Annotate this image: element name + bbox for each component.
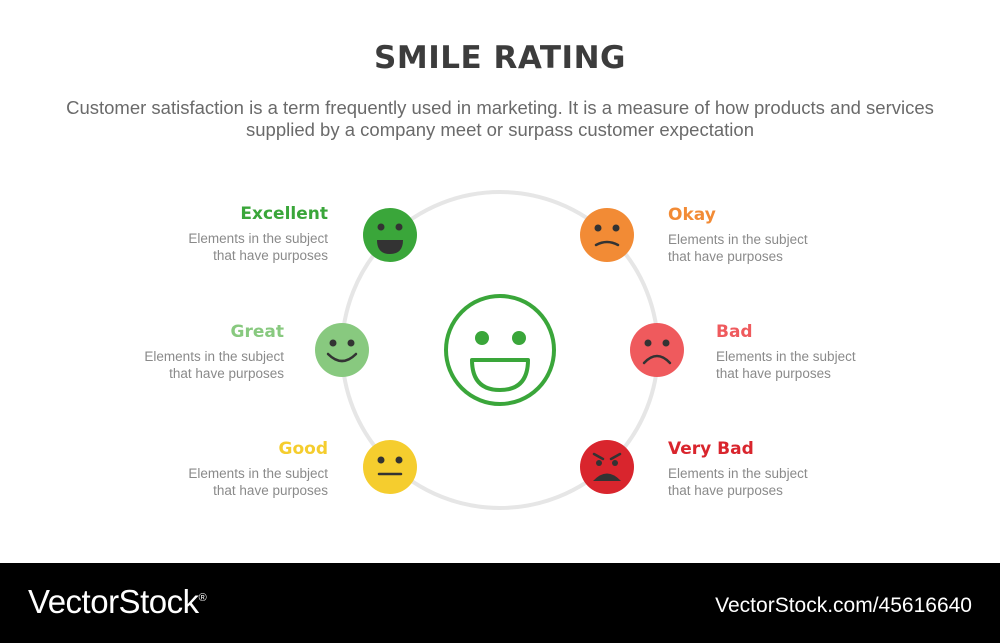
rating-name: Bad xyxy=(716,322,753,342)
excellent-grin-face-icon xyxy=(363,208,417,262)
subtitle-text: Customer satisfaction is a term frequent… xyxy=(66,97,934,140)
page-title: SMILE RATING xyxy=(374,40,626,76)
rating-name: Okay xyxy=(668,205,716,225)
smile-rating-diagram xyxy=(315,190,684,510)
rating-name: Great xyxy=(230,322,284,342)
great-smile-face-icon xyxy=(315,323,369,377)
very-bad-angry-face-icon xyxy=(580,440,634,494)
watermark-footer: VectorStock® VectorStock.com/45616640 xyxy=(0,563,1000,643)
rating-name: Good xyxy=(278,439,328,459)
good-neutral-face-icon xyxy=(363,440,417,494)
center-big-smile-face-icon xyxy=(444,294,556,406)
rating-name: Very Bad xyxy=(668,439,754,459)
image-url: VectorStock.com/45616640 xyxy=(715,594,972,617)
bad-frown-face-icon xyxy=(630,323,684,377)
okay-slight-frown-face-icon xyxy=(580,208,634,262)
vectorstock-logo: VectorStock® xyxy=(28,583,207,620)
infographic-canvas: SMILE RATING Customer satisfaction is a … xyxy=(66,40,934,510)
rating-name: Excellent xyxy=(240,204,328,224)
